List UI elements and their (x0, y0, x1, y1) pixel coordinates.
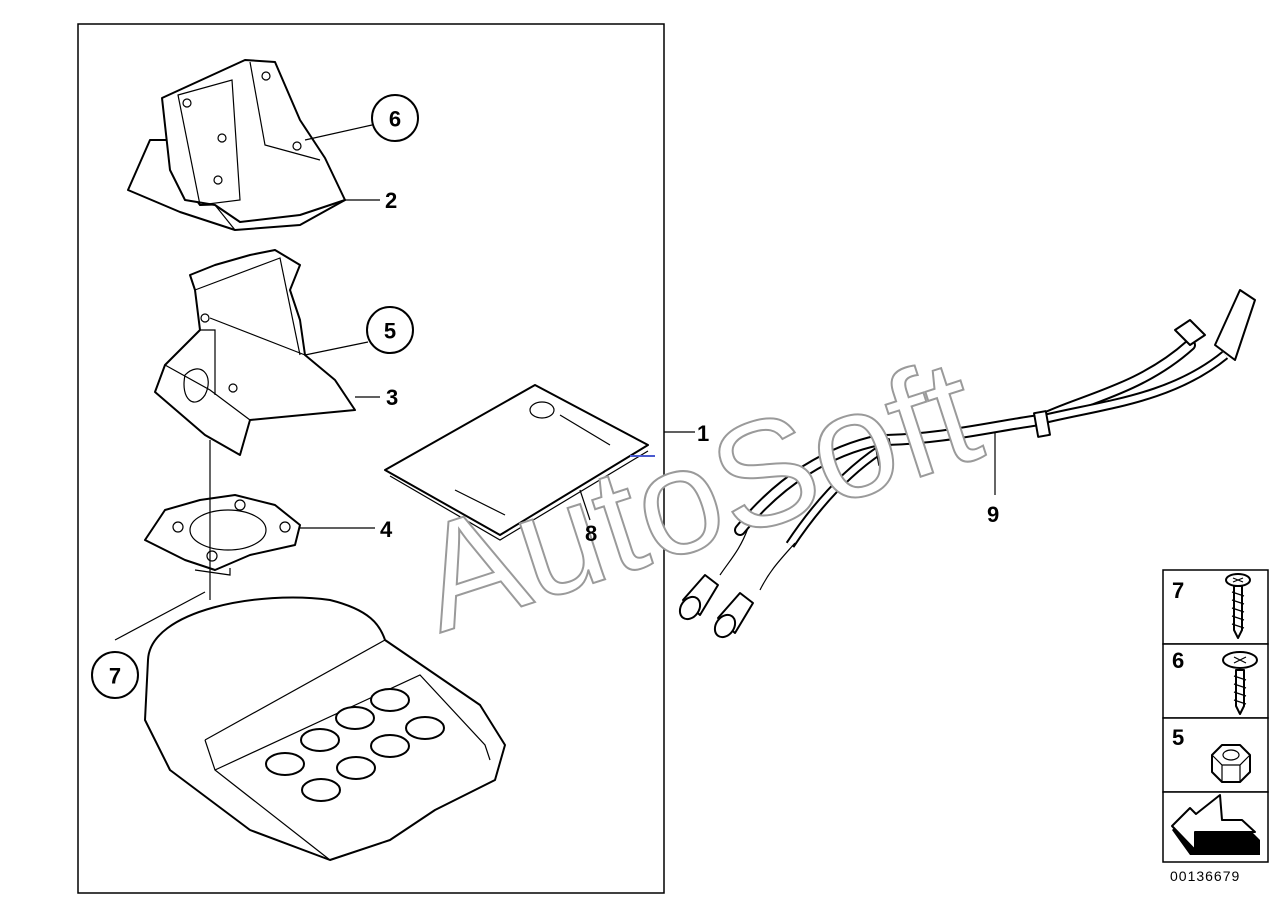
part-gasket-plate (144, 494, 301, 576)
callout-3: 3 (386, 385, 398, 410)
direction-arrow-icon (1171, 794, 1260, 855)
callout-5: 5 (366, 306, 414, 354)
callout-9: 9 (987, 502, 999, 527)
screw-icon (1225, 573, 1251, 639)
flat-head-screw-icon (1222, 651, 1258, 715)
part-holder-base (127, 59, 346, 231)
assembly-frame (77, 23, 665, 894)
svg-text:6: 6 (389, 107, 401, 132)
legend: 7 6 5 (1162, 569, 1269, 863)
legend-label-6: 6 (1172, 648, 1184, 673)
part-instruction-card (384, 384, 655, 541)
callout-6: 6 (371, 94, 419, 142)
document-id: 00136679 (1170, 868, 1241, 884)
legend-label-5: 5 (1172, 725, 1184, 750)
callout-2: 2 (385, 188, 397, 213)
svg-text:5: 5 (384, 319, 396, 344)
callout-8: 8 (585, 521, 597, 546)
part-bracket (154, 249, 356, 456)
part-cable-harness (678, 289, 1256, 639)
hex-nut-icon (1211, 744, 1251, 783)
callout-4: 4 (380, 517, 393, 542)
keypad-buttons (265, 688, 445, 802)
leader-lines (114, 124, 996, 641)
part-keypad-base (144, 596, 506, 861)
legend-label-7: 7 (1172, 578, 1184, 603)
svg-text:7: 7 (109, 664, 121, 689)
callout-1: 1 (697, 421, 709, 446)
callout-7: 7 (91, 651, 139, 699)
